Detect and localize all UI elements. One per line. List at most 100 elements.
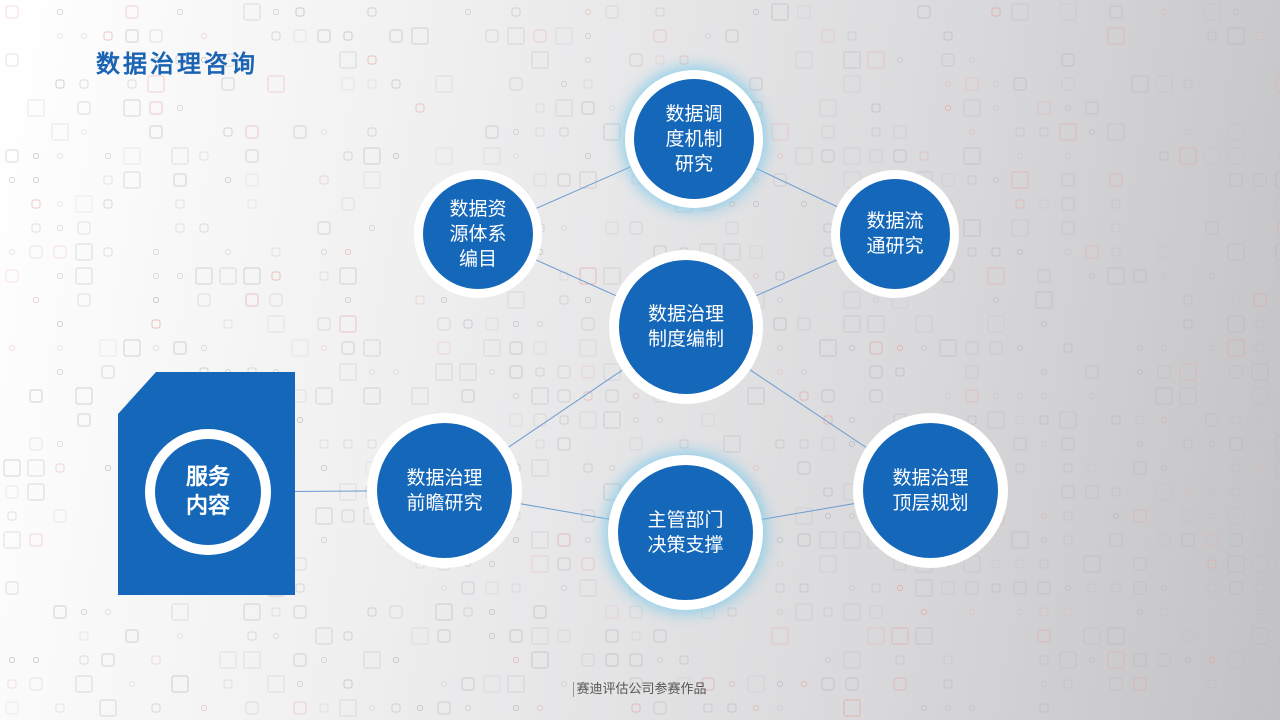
bg-square	[105, 465, 111, 471]
bg-square	[1203, 147, 1221, 165]
bg-square	[489, 633, 495, 639]
bg-square	[437, 701, 451, 715]
bg-square	[821, 125, 835, 139]
bg-square	[777, 561, 783, 567]
bg-square	[1111, 415, 1121, 425]
bg-square	[605, 629, 619, 643]
bg-square	[437, 341, 451, 355]
bg-square	[1085, 485, 1099, 499]
bg-square	[1041, 537, 1047, 543]
bg-square	[579, 171, 597, 189]
bg-square	[799, 439, 809, 449]
bg-square	[921, 609, 927, 615]
bg-square	[1041, 369, 1047, 375]
bg-square	[1137, 609, 1143, 615]
bg-square	[1017, 345, 1023, 351]
bg-square	[1229, 437, 1243, 451]
bg-square	[583, 463, 593, 473]
bg-square	[1107, 123, 1125, 141]
bg-square	[631, 703, 641, 713]
bg-square	[513, 705, 519, 711]
bg-square	[1137, 345, 1143, 351]
bg-square	[9, 345, 15, 351]
bg-square	[821, 29, 835, 43]
bg-square	[57, 345, 63, 351]
bg-square	[655, 55, 665, 65]
bg-square	[513, 321, 519, 327]
bg-square	[1227, 339, 1245, 357]
bg-square	[29, 533, 43, 547]
bg-square	[867, 51, 885, 69]
bg-square	[1253, 293, 1267, 307]
bg-square	[679, 55, 689, 65]
bg-square	[1061, 173, 1075, 187]
bg-square	[57, 273, 63, 279]
node-foresight-label: 数据治理 前瞻研究	[377, 423, 512, 558]
bg-square	[55, 463, 65, 473]
bg-square	[1233, 9, 1239, 15]
bg-square	[557, 437, 571, 451]
bg-square	[531, 555, 549, 573]
bg-square	[843, 651, 861, 669]
bg-square	[1107, 267, 1125, 285]
bg-square	[1087, 583, 1097, 593]
bg-square	[1107, 651, 1125, 669]
bg-square	[1209, 489, 1215, 495]
bg-square	[849, 585, 855, 591]
bg-square	[1183, 319, 1193, 329]
bg-square	[1109, 677, 1123, 691]
bg-square	[701, 677, 715, 691]
bg-square	[989, 341, 1003, 355]
bg-square	[633, 393, 639, 399]
bg-square	[219, 651, 237, 669]
bg-square	[1011, 219, 1029, 237]
bg-square	[581, 365, 595, 379]
bg-square	[27, 99, 45, 117]
bg-square	[1017, 153, 1023, 159]
bg-square	[801, 681, 807, 687]
bg-square	[461, 389, 475, 403]
bg-square	[81, 33, 87, 39]
bg-square	[535, 367, 545, 377]
bg-square	[871, 127, 881, 137]
bg-square	[821, 389, 835, 403]
bg-square	[963, 99, 981, 117]
bg-square	[171, 675, 189, 693]
bg-square	[75, 243, 93, 261]
bg-square	[945, 81, 951, 87]
node-regulation-label: 数据治理 制度编制	[619, 260, 753, 394]
bg-square	[29, 677, 43, 691]
bg-square	[991, 7, 1001, 17]
bg-square	[993, 105, 999, 111]
bg-square	[629, 437, 643, 451]
bg-square	[585, 297, 591, 303]
bg-square	[1059, 411, 1077, 429]
bg-square	[393, 657, 399, 663]
bg-square	[415, 295, 425, 305]
bg-square	[1063, 607, 1073, 617]
bg-square	[1061, 77, 1075, 91]
bg-square	[1037, 629, 1051, 643]
bg-square	[869, 389, 883, 403]
bg-square	[33, 297, 39, 303]
bg-square	[723, 435, 741, 453]
bg-square	[869, 149, 883, 163]
bg-square	[435, 75, 453, 93]
bg-square	[561, 225, 567, 231]
bg-square	[843, 603, 861, 621]
bg-square	[1257, 465, 1263, 471]
bg-square	[315, 387, 333, 405]
bg-square	[271, 31, 281, 41]
bg-square	[221, 77, 235, 91]
bg-square	[57, 33, 63, 39]
bg-square	[1155, 75, 1173, 93]
bg-square	[99, 339, 117, 357]
bg-square	[271, 247, 281, 257]
bg-square	[773, 173, 787, 187]
bg-square	[245, 293, 259, 307]
bg-square	[1161, 417, 1167, 423]
bg-square	[653, 629, 667, 643]
bg-square	[1015, 199, 1025, 209]
bg-square	[199, 151, 209, 161]
bg-square	[753, 177, 759, 183]
